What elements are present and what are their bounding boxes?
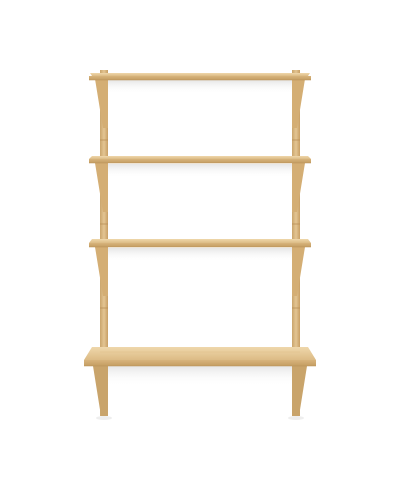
wall-shadows	[104, 80, 296, 386]
shelf-1	[89, 73, 311, 81]
floor-shadow	[96, 416, 304, 420]
desk-top	[84, 347, 316, 367]
shelf-2	[89, 156, 311, 164]
shelf-3	[89, 239, 311, 248]
